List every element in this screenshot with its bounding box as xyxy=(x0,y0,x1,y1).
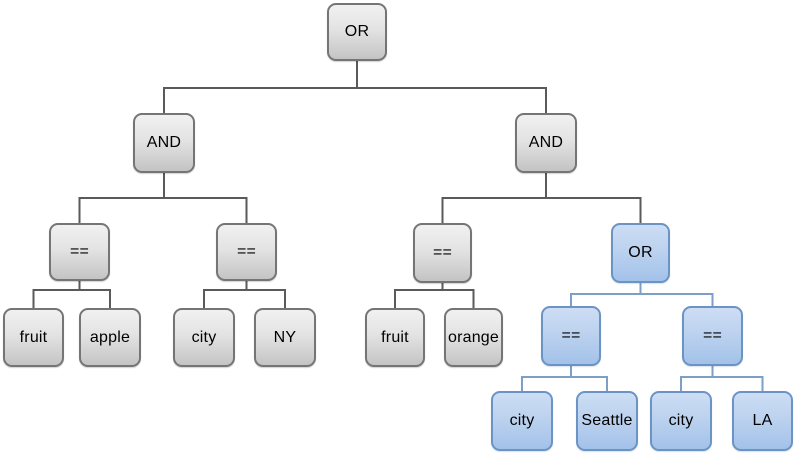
connector-eq3-to-leaves xyxy=(394,283,475,308)
node-label: fruit xyxy=(381,328,409,346)
tree-leaf-ny: NY xyxy=(254,308,316,367)
connector-eq5-to-leaves xyxy=(680,366,764,391)
connector-andleft-to-eqs xyxy=(78,173,248,223)
node-label: Seattle xyxy=(581,412,633,429)
tree-node-or-root: OR xyxy=(327,3,387,61)
blue-connector-lines xyxy=(521,283,764,391)
tree-node-eq-fruit-apple: == xyxy=(49,223,110,281)
node-label: city xyxy=(509,412,535,429)
tree-node-eq-city-ny: == xyxy=(216,223,277,281)
connector-andright-to-children xyxy=(441,173,642,223)
node-label: AND xyxy=(528,134,564,151)
tree-leaf-fruit-2: fruit xyxy=(365,308,425,367)
node-label: LA xyxy=(752,412,773,429)
connector-eq2-to-leaves xyxy=(203,281,286,308)
gray-connector-lines xyxy=(32,61,642,308)
node-label: == xyxy=(561,327,581,344)
tree-leaf-la: LA xyxy=(732,391,793,451)
node-label: fruit xyxy=(19,328,48,346)
tree-leaf-city-1: city xyxy=(173,308,235,367)
connector-root-to-ands xyxy=(163,61,547,113)
tree-node-or-cities: OR xyxy=(611,223,670,283)
node-label: city xyxy=(191,328,217,346)
tree-node-eq-fruit-orange: == xyxy=(413,223,472,283)
tree-leaf-city-2: city xyxy=(491,391,553,451)
node-label: NY xyxy=(273,328,297,346)
tree-node-and-right: AND xyxy=(515,113,577,173)
node-label: apple xyxy=(89,328,131,346)
node-label: OR xyxy=(628,244,653,261)
node-label: city xyxy=(668,412,694,429)
node-label: AND xyxy=(146,134,182,151)
tree-leaf-apple: apple xyxy=(79,308,141,367)
node-label: orange xyxy=(447,328,500,346)
node-label: == xyxy=(69,243,90,260)
node-label: OR xyxy=(344,23,370,40)
tree-leaf-city-3: city xyxy=(650,391,712,451)
tree-node-eq-city-seattle: == xyxy=(541,306,601,366)
tree-node-and-left: AND xyxy=(133,113,195,173)
connector-eq1-to-leaves xyxy=(32,281,111,308)
node-label: == xyxy=(432,244,453,261)
node-label: == xyxy=(236,243,257,260)
node-label: == xyxy=(702,327,723,344)
tree-leaf-seattle: Seattle xyxy=(576,391,638,451)
tree-leaf-orange: orange xyxy=(444,308,503,367)
connector-or2-to-eqs xyxy=(570,283,714,306)
tree-node-eq-city-la: == xyxy=(682,306,743,366)
tree-leaf-fruit-1: fruit xyxy=(3,308,64,367)
connector-eq4-to-leaves xyxy=(521,366,608,391)
